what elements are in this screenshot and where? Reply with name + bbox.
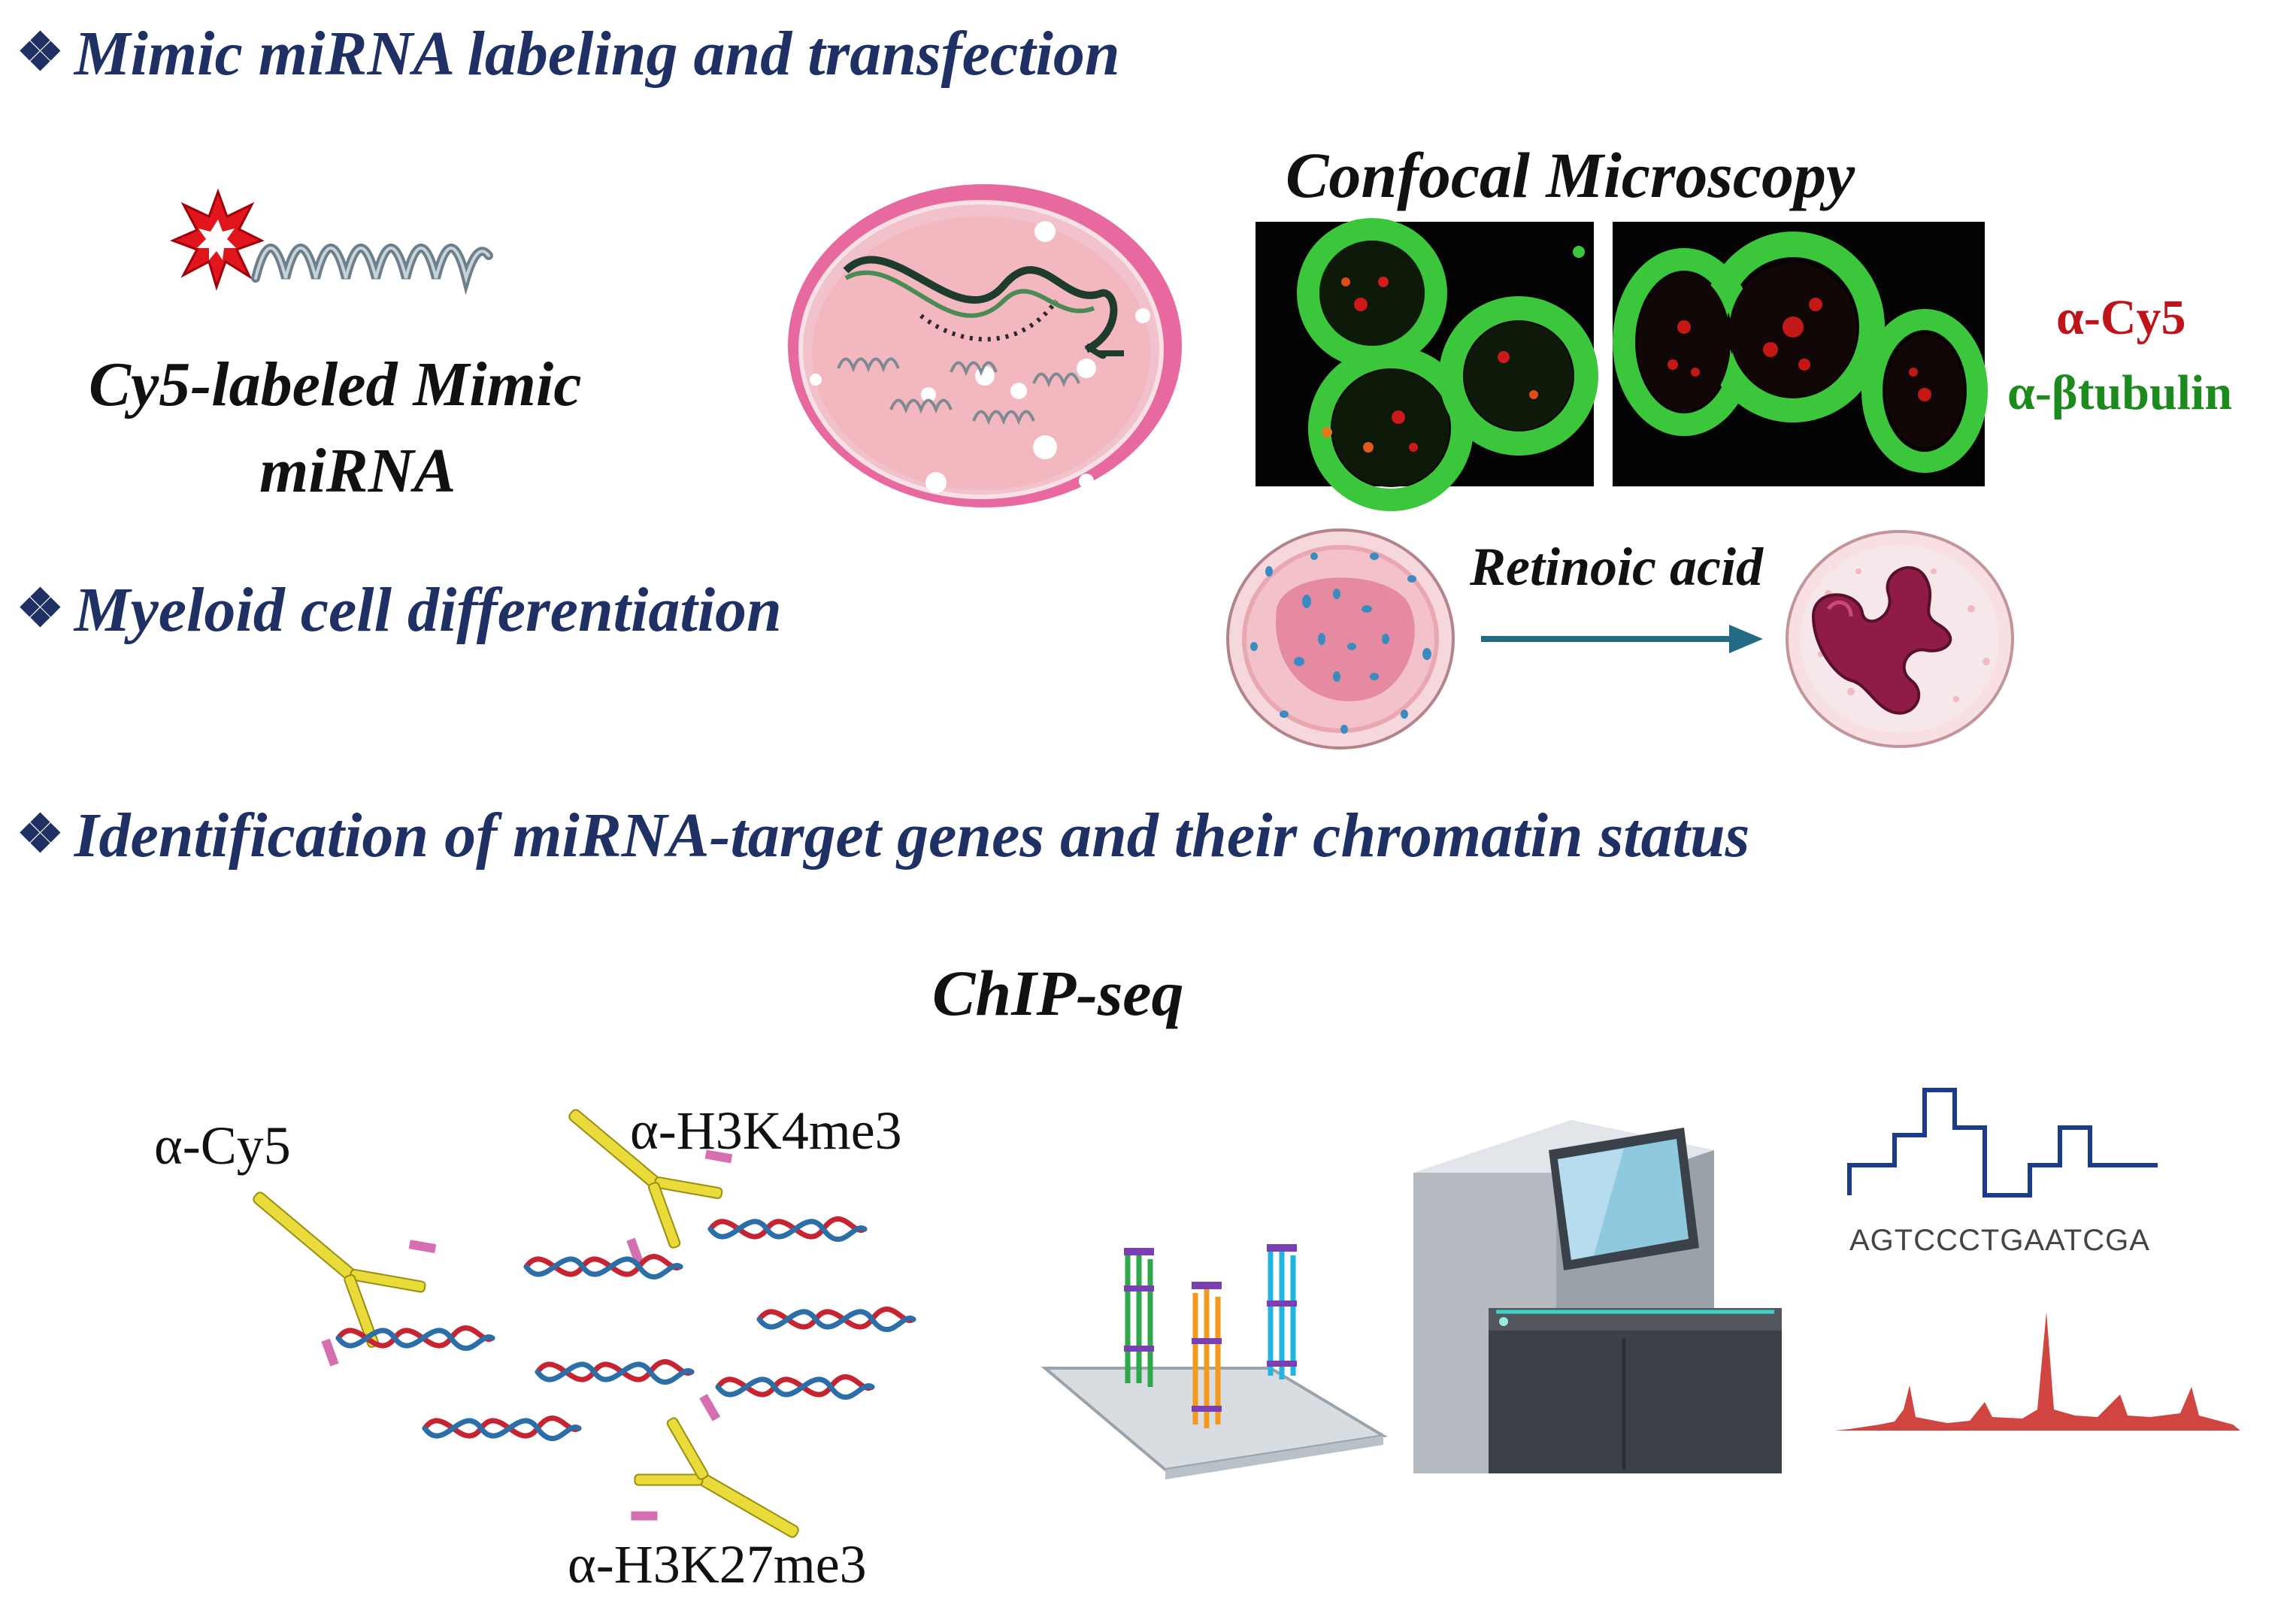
sequence-read-trace <box>1847 1088 2158 1198</box>
section-title-identification: ❖Identification of miRNA-target genes an… <box>17 801 1750 871</box>
differentiation-arrow-icon <box>1481 625 1763 653</box>
cy5-mirna-label-line1: Cy5-labeled Mimic <box>89 350 582 419</box>
dna-helix-icon <box>523 1253 683 1280</box>
stain-tubulin-label: α-βtubulin <box>2007 365 2233 420</box>
confocal-image-left <box>1256 218 1598 511</box>
dna-helix-icon <box>707 1216 868 1243</box>
diamond-bullet-icon: ❖ <box>17 24 64 82</box>
chipseq-title: ChIP-seq <box>932 957 1184 1029</box>
cy5-mirna-icon <box>170 188 493 295</box>
sequence-text: AGTCCCTGAATCGA <box>1849 1224 2150 1257</box>
dna-helix-icon <box>422 1415 582 1442</box>
antibody-h3k27me3-label: α-H3K27me3 <box>568 1534 867 1594</box>
dna-helix-icon <box>756 1306 916 1333</box>
dna-helix-icon <box>715 1373 875 1400</box>
antibody-cy5-label: α-Cy5 <box>154 1116 291 1176</box>
section-title-labeling: ❖Mimic miRNA labeling and transfection <box>17 19 1120 89</box>
myeloblast-cell-illustration <box>1226 528 1455 749</box>
antibody-cy5-icon <box>253 1192 437 1367</box>
confocal-image-right <box>1613 222 1988 486</box>
antibody-h3k4me3-label: α-H3K4me3 <box>630 1101 902 1161</box>
cy5-mirna-label-line2: miRNA <box>259 436 456 506</box>
chipseq-peak-plot <box>1834 1312 2240 1431</box>
neutrophil-cell-illustration <box>1786 530 2014 748</box>
transfected-cell-illustration <box>788 184 1182 507</box>
diamond-bullet-icon: ❖ <box>17 580 64 638</box>
confocal-microscopy-title: Confocal Microscopy <box>1286 139 1855 211</box>
diamond-bullet-icon: ❖ <box>17 806 64 864</box>
retinoic-acid-label: Retinoic acid <box>1470 537 1763 597</box>
sequencing-flowcell-illustration <box>1040 1244 1388 1479</box>
chip-antibodies-dna-illustration <box>253 1109 916 1538</box>
stain-cy5-label: α-Cy5 <box>2056 290 2186 345</box>
dna-helix-icon <box>335 1325 495 1352</box>
antibody-h3k27me3-icon <box>631 1394 799 1538</box>
section-title-differentiation: ❖Myeloid cell differentiation <box>17 575 782 645</box>
antibody-h3k4me3-icon <box>568 1109 733 1266</box>
dna-helix-icon <box>535 1358 695 1385</box>
sequencer-machine-illustration <box>1413 1120 1782 1473</box>
